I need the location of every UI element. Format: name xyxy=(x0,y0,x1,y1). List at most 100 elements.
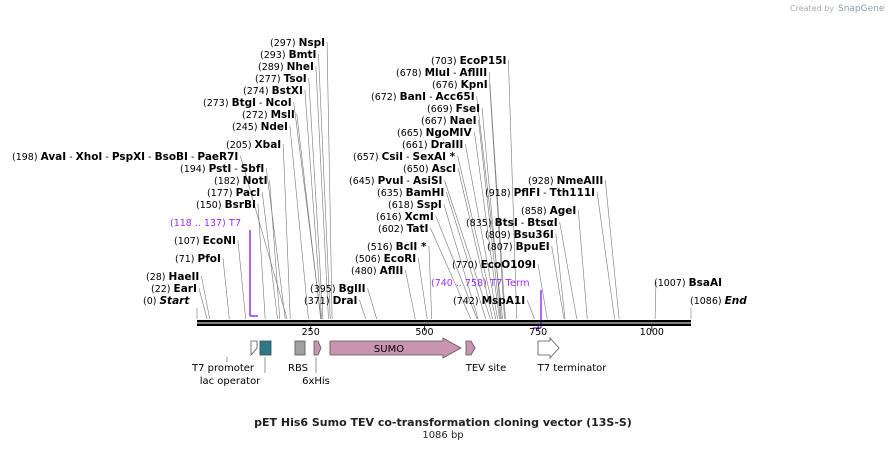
site-position: (480) xyxy=(351,266,380,277)
site-line-24 xyxy=(430,227,472,320)
site-position: (928) xyxy=(528,176,557,187)
enzyme-name: BtsαI xyxy=(527,217,557,229)
axis-tick-label-1: 500 xyxy=(415,327,433,338)
site-position: (1086) xyxy=(690,296,725,307)
site-label-14: (274) BstXI xyxy=(243,85,303,97)
enzyme-name: FseI xyxy=(456,103,480,115)
site-line-36 xyxy=(489,83,505,320)
site-line-16 xyxy=(315,65,329,320)
primer-label-0: (118 .. 137) T7 xyxy=(170,218,241,229)
site-line-27 xyxy=(446,191,487,320)
axis-tick-label-2: 750 xyxy=(529,327,547,338)
site-line-8 xyxy=(265,167,286,320)
primer-name: T7 Term xyxy=(489,278,530,289)
site-line-31 xyxy=(464,143,498,320)
enzyme-name: TsoI xyxy=(284,73,307,85)
site-separator: - xyxy=(145,152,154,163)
enzyme-name: AscI xyxy=(432,163,457,175)
backbone-bottom-strand xyxy=(197,323,691,326)
site-line-23 xyxy=(428,245,433,320)
site-label-43: (835) BtsI - BtsαI xyxy=(466,217,558,229)
site-position: (205) xyxy=(226,140,255,151)
site-label-7: (182) NotI xyxy=(214,175,268,187)
site-label-11: (245) NdeI xyxy=(232,121,288,133)
site-position: (1007) xyxy=(654,278,689,289)
site-separator: - xyxy=(256,98,265,109)
enzyme-name: NmeAIII xyxy=(557,175,604,187)
site-label-17: (293) BmtI xyxy=(260,49,316,61)
site-line-18 xyxy=(326,41,333,320)
map-title: pET His6 Sumo TEV co-transformation clon… xyxy=(254,416,632,429)
site-position: (665) xyxy=(397,128,426,139)
site-position: (22) xyxy=(151,284,174,295)
site-line-44 xyxy=(577,209,588,320)
enzyme-name: KpnI xyxy=(461,79,488,91)
site-line-40 xyxy=(537,263,548,320)
site-line-39 xyxy=(526,299,535,320)
site-label-19: (371) DraI xyxy=(304,295,357,307)
site-position: (272) xyxy=(242,110,271,121)
site-position: (807) xyxy=(487,242,516,253)
site-label-40: (770) EcoO109I xyxy=(452,259,536,271)
site-position: (809) xyxy=(485,230,514,241)
site-line-34 xyxy=(481,107,502,320)
feature-label-t7-terminator: T7 terminator xyxy=(537,363,608,374)
site-label-46: (928) NmeAIII xyxy=(528,175,603,187)
enzyme-name: BanI xyxy=(400,91,426,103)
snapgene-logo: SnapGene xyxy=(838,4,885,14)
site-label-4: (107) EcoNI xyxy=(174,235,236,247)
site-position: (657) xyxy=(353,152,382,163)
site-line-4 xyxy=(237,239,246,320)
site-label-16: (289) NheI xyxy=(258,61,314,73)
enzyme-name: BpuEI xyxy=(516,241,550,253)
site-separator: - xyxy=(102,152,111,163)
feature-track: SUMO T7 promoter lac operator RBS 6xHis … xyxy=(191,336,608,387)
feature-label-6xhis: 6xHis xyxy=(302,376,330,387)
site-separator: - xyxy=(426,92,435,103)
site-position: (277) xyxy=(255,74,284,85)
site-line-22 xyxy=(417,257,428,320)
site-position: (835) xyxy=(466,218,495,229)
site-position: (371) xyxy=(304,296,333,307)
feature-label-sumo: SUMO xyxy=(374,344,404,355)
site-position: (293) xyxy=(260,50,289,61)
site-line-7 xyxy=(269,179,281,320)
site-separator: - xyxy=(518,218,527,229)
site-label-36: (676) KpnI xyxy=(432,79,488,91)
enzyme-name: BmtI xyxy=(289,49,317,61)
site-label-44: (858) AgeI xyxy=(521,205,576,217)
enzyme-name: MslI xyxy=(271,109,295,121)
site-line-15 xyxy=(308,77,324,320)
enzyme-name: XcmI xyxy=(405,211,434,223)
site-position: (297) xyxy=(270,38,299,49)
site-label-31: (661) DraIII xyxy=(402,139,463,151)
primer-name: T7 xyxy=(228,218,241,229)
site-label-45: (918) PflFI - Tth111I xyxy=(485,187,595,199)
enzyme-name: End xyxy=(725,295,748,307)
site-line-3 xyxy=(222,257,230,320)
site-line-43 xyxy=(559,221,578,320)
enzyme-name: DraI xyxy=(333,295,358,307)
axis-tick-label-0: 250 xyxy=(302,327,320,338)
t7-promoter-arrow xyxy=(250,340,258,357)
site-label-39: (742) MspA1I xyxy=(453,295,525,307)
enzyme-name: AsiSI xyxy=(413,175,442,187)
site-position: (676) xyxy=(432,80,461,91)
site-line-35 xyxy=(476,95,503,320)
enzyme-name: NgoMIV xyxy=(426,127,473,139)
site-separator: - xyxy=(66,152,75,163)
site-line-17 xyxy=(318,53,331,320)
site-line-38 xyxy=(508,59,518,320)
enzyme-name: Start xyxy=(159,295,190,307)
enzyme-name: TatI xyxy=(407,223,429,235)
enzyme-name: SbfI xyxy=(241,163,265,175)
site-position: (667) xyxy=(421,116,450,127)
site-label-28: (645) PvuI - AsiSI xyxy=(349,175,442,187)
enzyme-name: PfoI xyxy=(198,253,221,265)
site-connector-lines xyxy=(196,41,692,320)
site-label-10: (205) XbaI xyxy=(226,139,281,151)
enzyme-name: NotI xyxy=(243,175,268,187)
site-position: (395) xyxy=(310,284,339,295)
site-separator: - xyxy=(404,176,413,187)
